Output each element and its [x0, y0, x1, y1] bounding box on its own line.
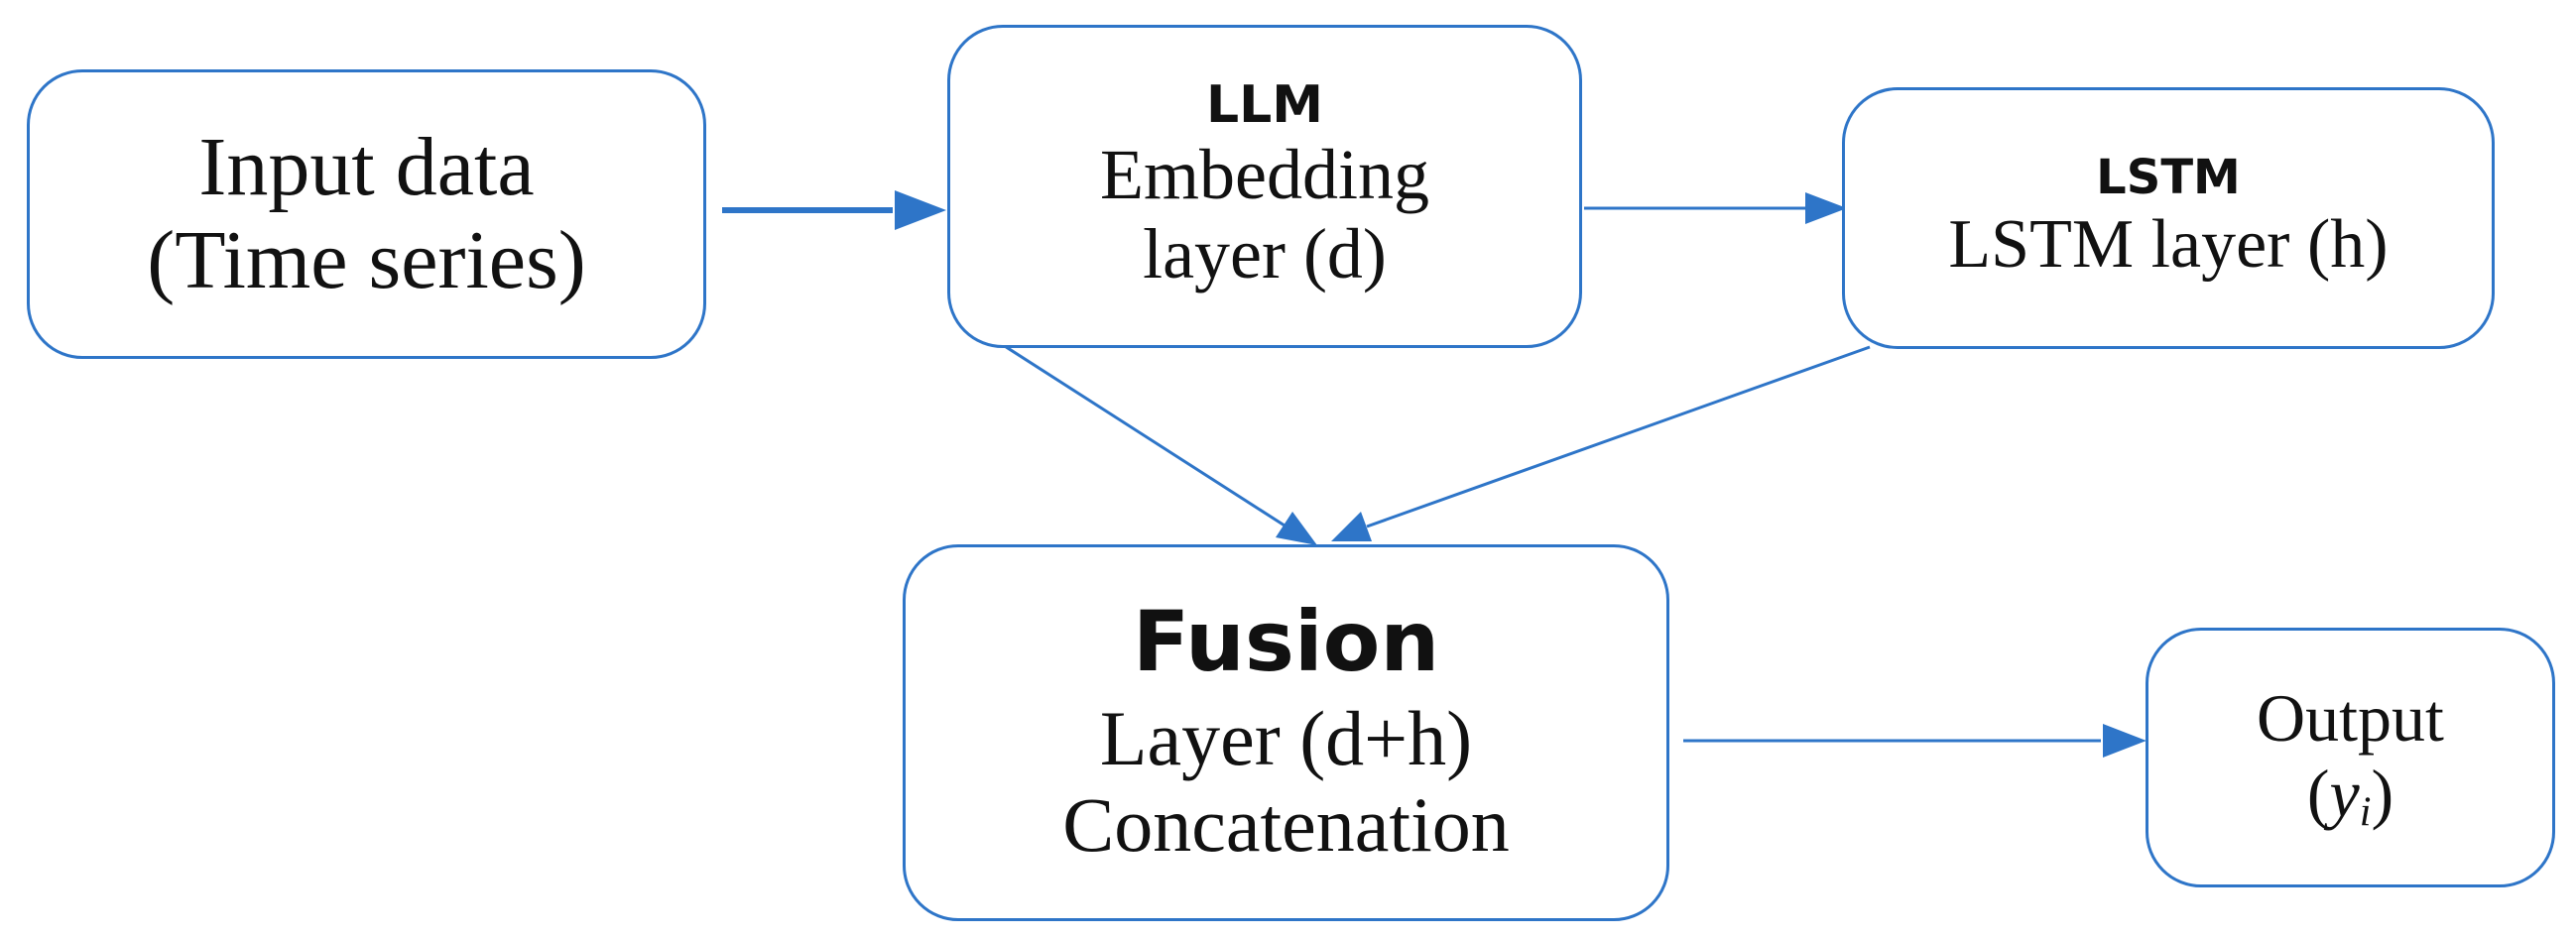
output-variable: y [2329, 755, 2360, 831]
output-subscript: i [2359, 788, 2372, 836]
output-node: Output (yi) [2146, 628, 2555, 887]
fusion-layer-node: Fusion Layer (d+h) Concatenation [903, 544, 1669, 921]
output-node-line-1: Output [2257, 679, 2444, 756]
fusion-node-line-2: Concatenation [1062, 781, 1510, 869]
arrowhead-llm-to-fusion [1276, 512, 1317, 545]
llm-embedding-node: LLM Embedding layer (d) [947, 25, 1582, 348]
output-open-paren: ( [2306, 755, 2330, 831]
fusion-node-line-1: Layer (d+h) [1099, 694, 1473, 781]
arrowhead-lstm-to-fusion [1331, 512, 1372, 541]
llm-node-line-2: layer (d) [1143, 214, 1387, 294]
input-node-line-2: (Time series) [147, 214, 586, 306]
input-data-node: Input data (Time series) [27, 69, 706, 359]
arrowhead-fusion-to-output [2103, 724, 2147, 758]
arrowhead-llm-to-lstm [1805, 192, 1847, 224]
lstm-node-line-1: LSTM layer (h) [1948, 206, 2389, 283]
output-close-paren: ) [2371, 755, 2394, 831]
lstm-node-heading: LSTM [2096, 149, 2241, 205]
lstm-layer-node: LSTM LSTM layer (h) [1842, 87, 2495, 349]
fusion-node-heading: Fusion [1132, 592, 1440, 690]
llm-node-line-1: Embedding [1100, 134, 1429, 214]
output-node-formula: (yi) [2307, 756, 2393, 835]
input-node-line-1: Input data [198, 120, 535, 213]
edge-lstm-to-fusion [1366, 345, 1871, 528]
llm-node-heading: LLM [1205, 75, 1323, 136]
edge-llm-to-fusion [996, 339, 1286, 528]
arrowhead-input-to-llm [895, 190, 946, 230]
